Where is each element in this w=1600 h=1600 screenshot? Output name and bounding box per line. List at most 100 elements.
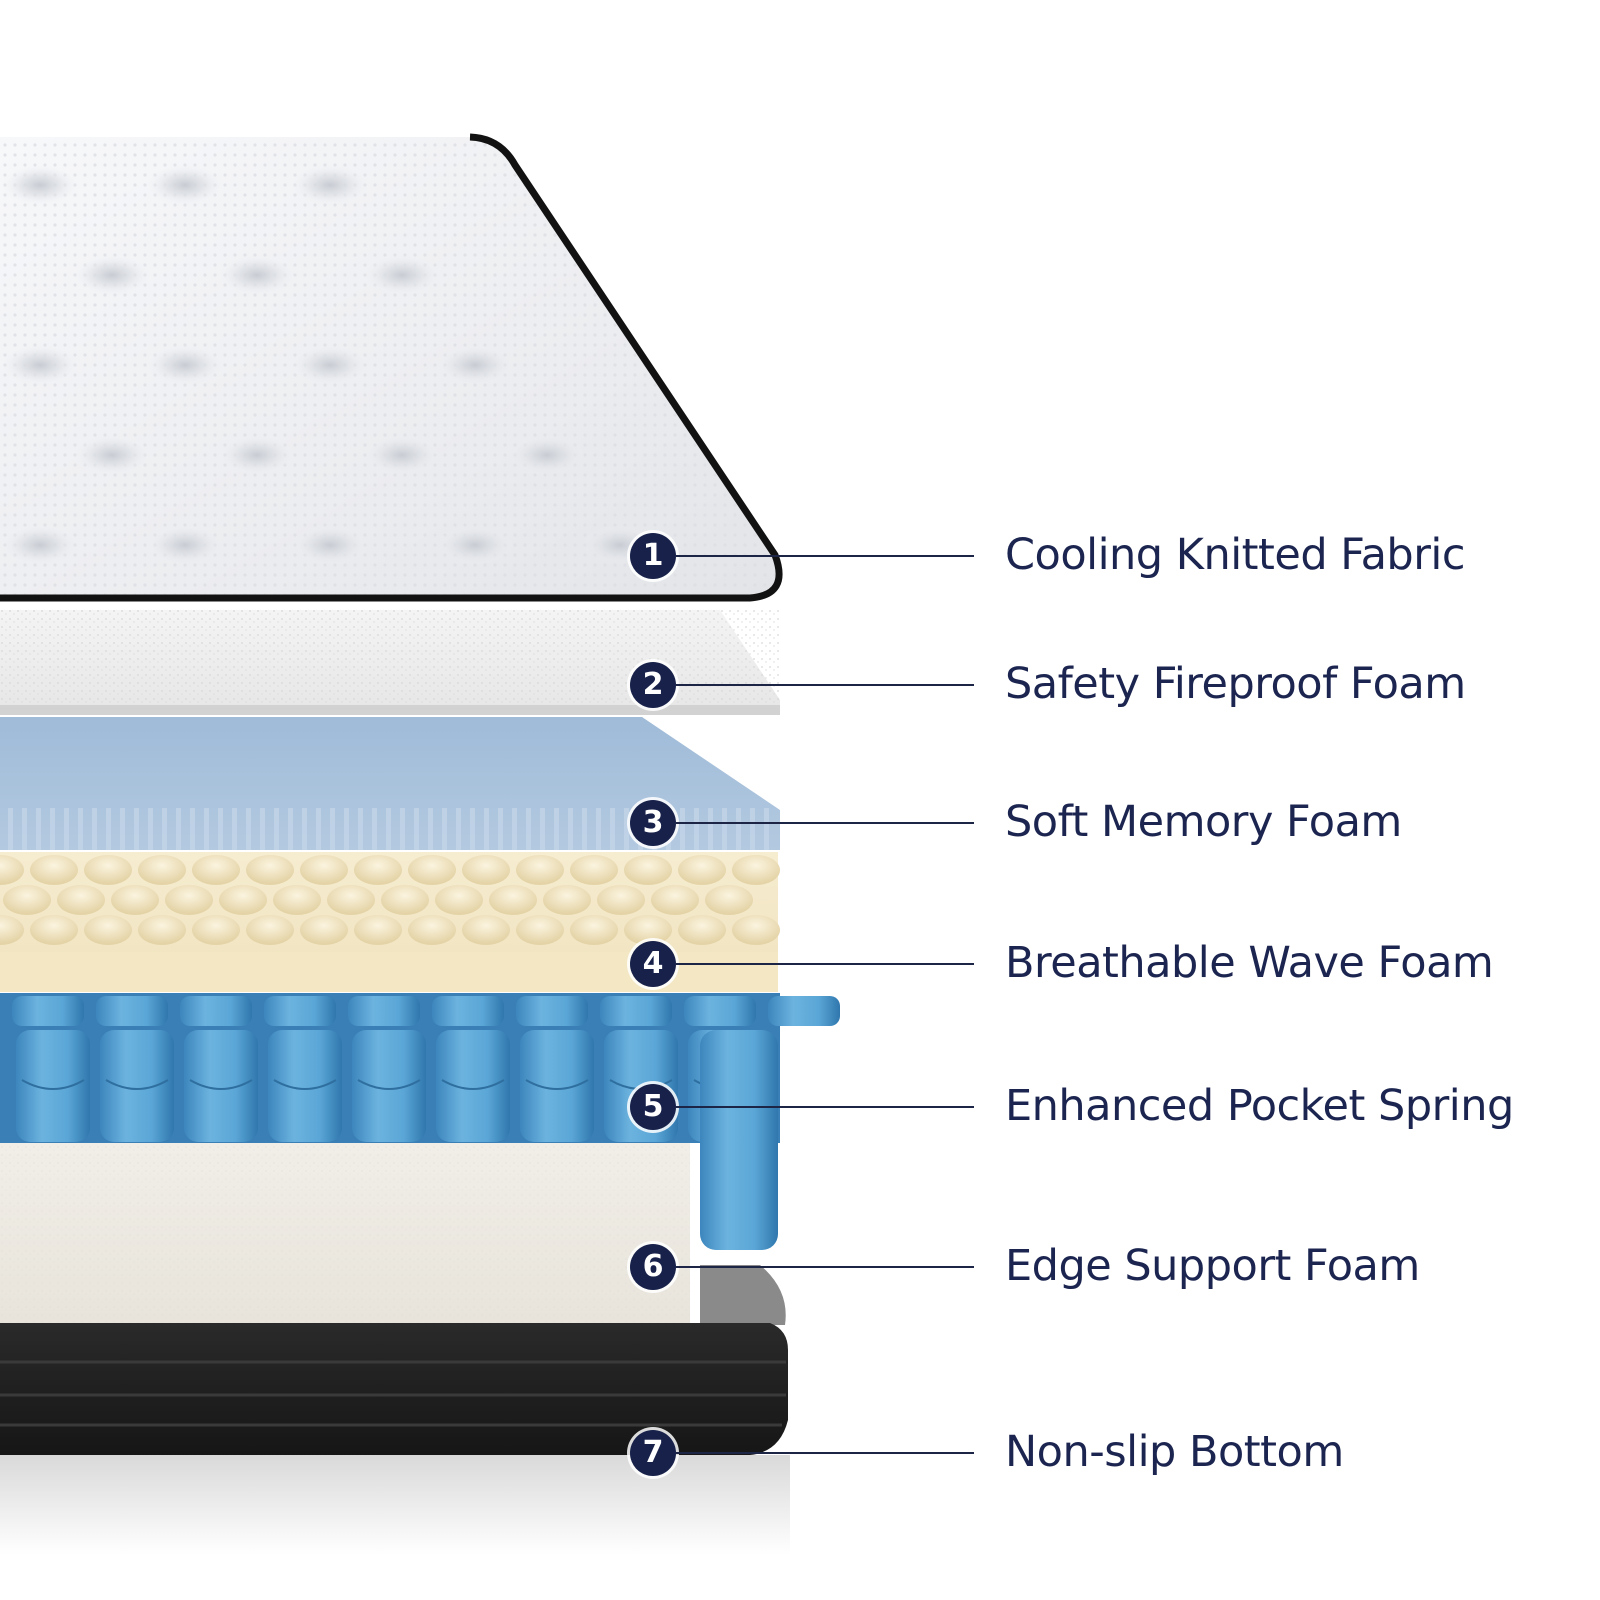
foam-rib [750,808,755,850]
wave-bump [570,855,618,885]
spring-stitch [273,1079,337,1090]
wave-bump [732,855,780,885]
layer-label: Safety Fireproof Foam [1005,659,1466,709]
layer-number-badge: 3 [630,800,676,846]
wave-bump [462,855,510,885]
wave-bump [0,915,24,945]
wave-bump [30,915,78,945]
wave-bump [354,915,402,945]
wave-bump [624,855,672,885]
wave-bump [408,855,456,885]
fabric-tuft [509,435,585,475]
wave-bump [192,915,240,945]
foam-rib [148,808,153,850]
foam-rib [764,808,769,850]
wave-bump [462,915,510,945]
layer-fabric-shape [0,133,783,602]
spring-coil [352,1030,426,1142]
wave-bump [543,885,591,915]
spring-stitch [105,1079,169,1090]
spring-coil [100,1030,174,1142]
wave-bump [408,915,456,945]
wave-bump [516,855,564,885]
leader-line [676,963,974,965]
wave-bump [678,915,726,945]
foam-rib [568,808,573,850]
wave-bump [192,855,240,885]
foam-rib [540,808,545,850]
wave-bump [300,915,348,945]
foam-rib [582,808,587,850]
foam-rib [610,808,615,850]
foam-rib [512,808,517,850]
layer-label: Soft Memory Foam [1005,797,1402,847]
foam-rib [386,808,391,850]
foam-rib [428,808,433,850]
wave-bump [381,885,429,915]
layer-number-badge: 4 [630,941,676,987]
wave-bump [246,915,294,945]
foam-rib [554,808,559,850]
foam-rib [596,808,601,850]
layer-number-badge: 5 [630,1084,676,1130]
foam-rib [470,808,475,850]
wave-bump [111,885,159,915]
spring-coil-top [180,996,252,1026]
wave-bump [597,885,645,915]
wave-bump [516,915,564,945]
spring-coil-top [96,996,168,1026]
leader-line [676,1452,974,1454]
spring-coil-top [600,996,672,1026]
fabric-tuft [364,255,440,295]
layer-label: Edge Support Foam [1005,1241,1420,1291]
foam-rib [442,808,447,850]
spring-coil [16,1030,90,1142]
foam-rib [64,808,69,850]
fabric-tuft [364,435,440,475]
wave-bump [138,915,186,945]
wave-bump [327,885,375,915]
fabric-tuft [147,345,223,385]
foam-rib [624,808,629,850]
spring-stitch [441,1079,505,1090]
wave-bump [300,855,348,885]
layer-edge-foam-shape [0,1143,786,1325]
foam-rib [288,808,293,850]
fabric-tuft [74,255,150,295]
fabric-tuft [437,345,513,385]
wave-bump [30,855,78,885]
spring-coil-top [684,996,756,1026]
wave-bump [84,915,132,945]
layer-memory-foam-shape [0,717,780,850]
foam-rib [526,808,531,850]
foam-rib [50,808,55,850]
layer-number-badge: 2 [630,662,676,708]
fabric-tuft [292,345,368,385]
leader-line [676,684,974,686]
foam-rib [456,808,461,850]
foam-rib [484,808,489,850]
fabric-tuft [147,165,223,205]
spring-coil [436,1030,510,1142]
spring-coil-top [264,996,336,1026]
foam-rib [694,808,699,850]
fabric-tuft [74,435,150,475]
wave-bump [273,885,321,915]
wave-bump [732,915,780,945]
fabric-tuft [219,255,295,295]
leader-line [676,1106,974,1108]
spring-coil-edge [700,1030,778,1250]
fabric-tuft [292,525,368,565]
foam-rib [218,808,223,850]
spring-coil-top [348,996,420,1026]
foam-rib [8,808,13,850]
layer-number-badge: 7 [630,1430,676,1476]
layer-label: Non-slip Bottom [1005,1427,1344,1477]
foam-rib [78,808,83,850]
foam-rib [36,808,41,850]
wave-bump [705,885,753,915]
foam-rib [680,808,685,850]
spring-coil [184,1030,258,1142]
wave-bump [624,915,672,945]
wave-bump [84,855,132,885]
